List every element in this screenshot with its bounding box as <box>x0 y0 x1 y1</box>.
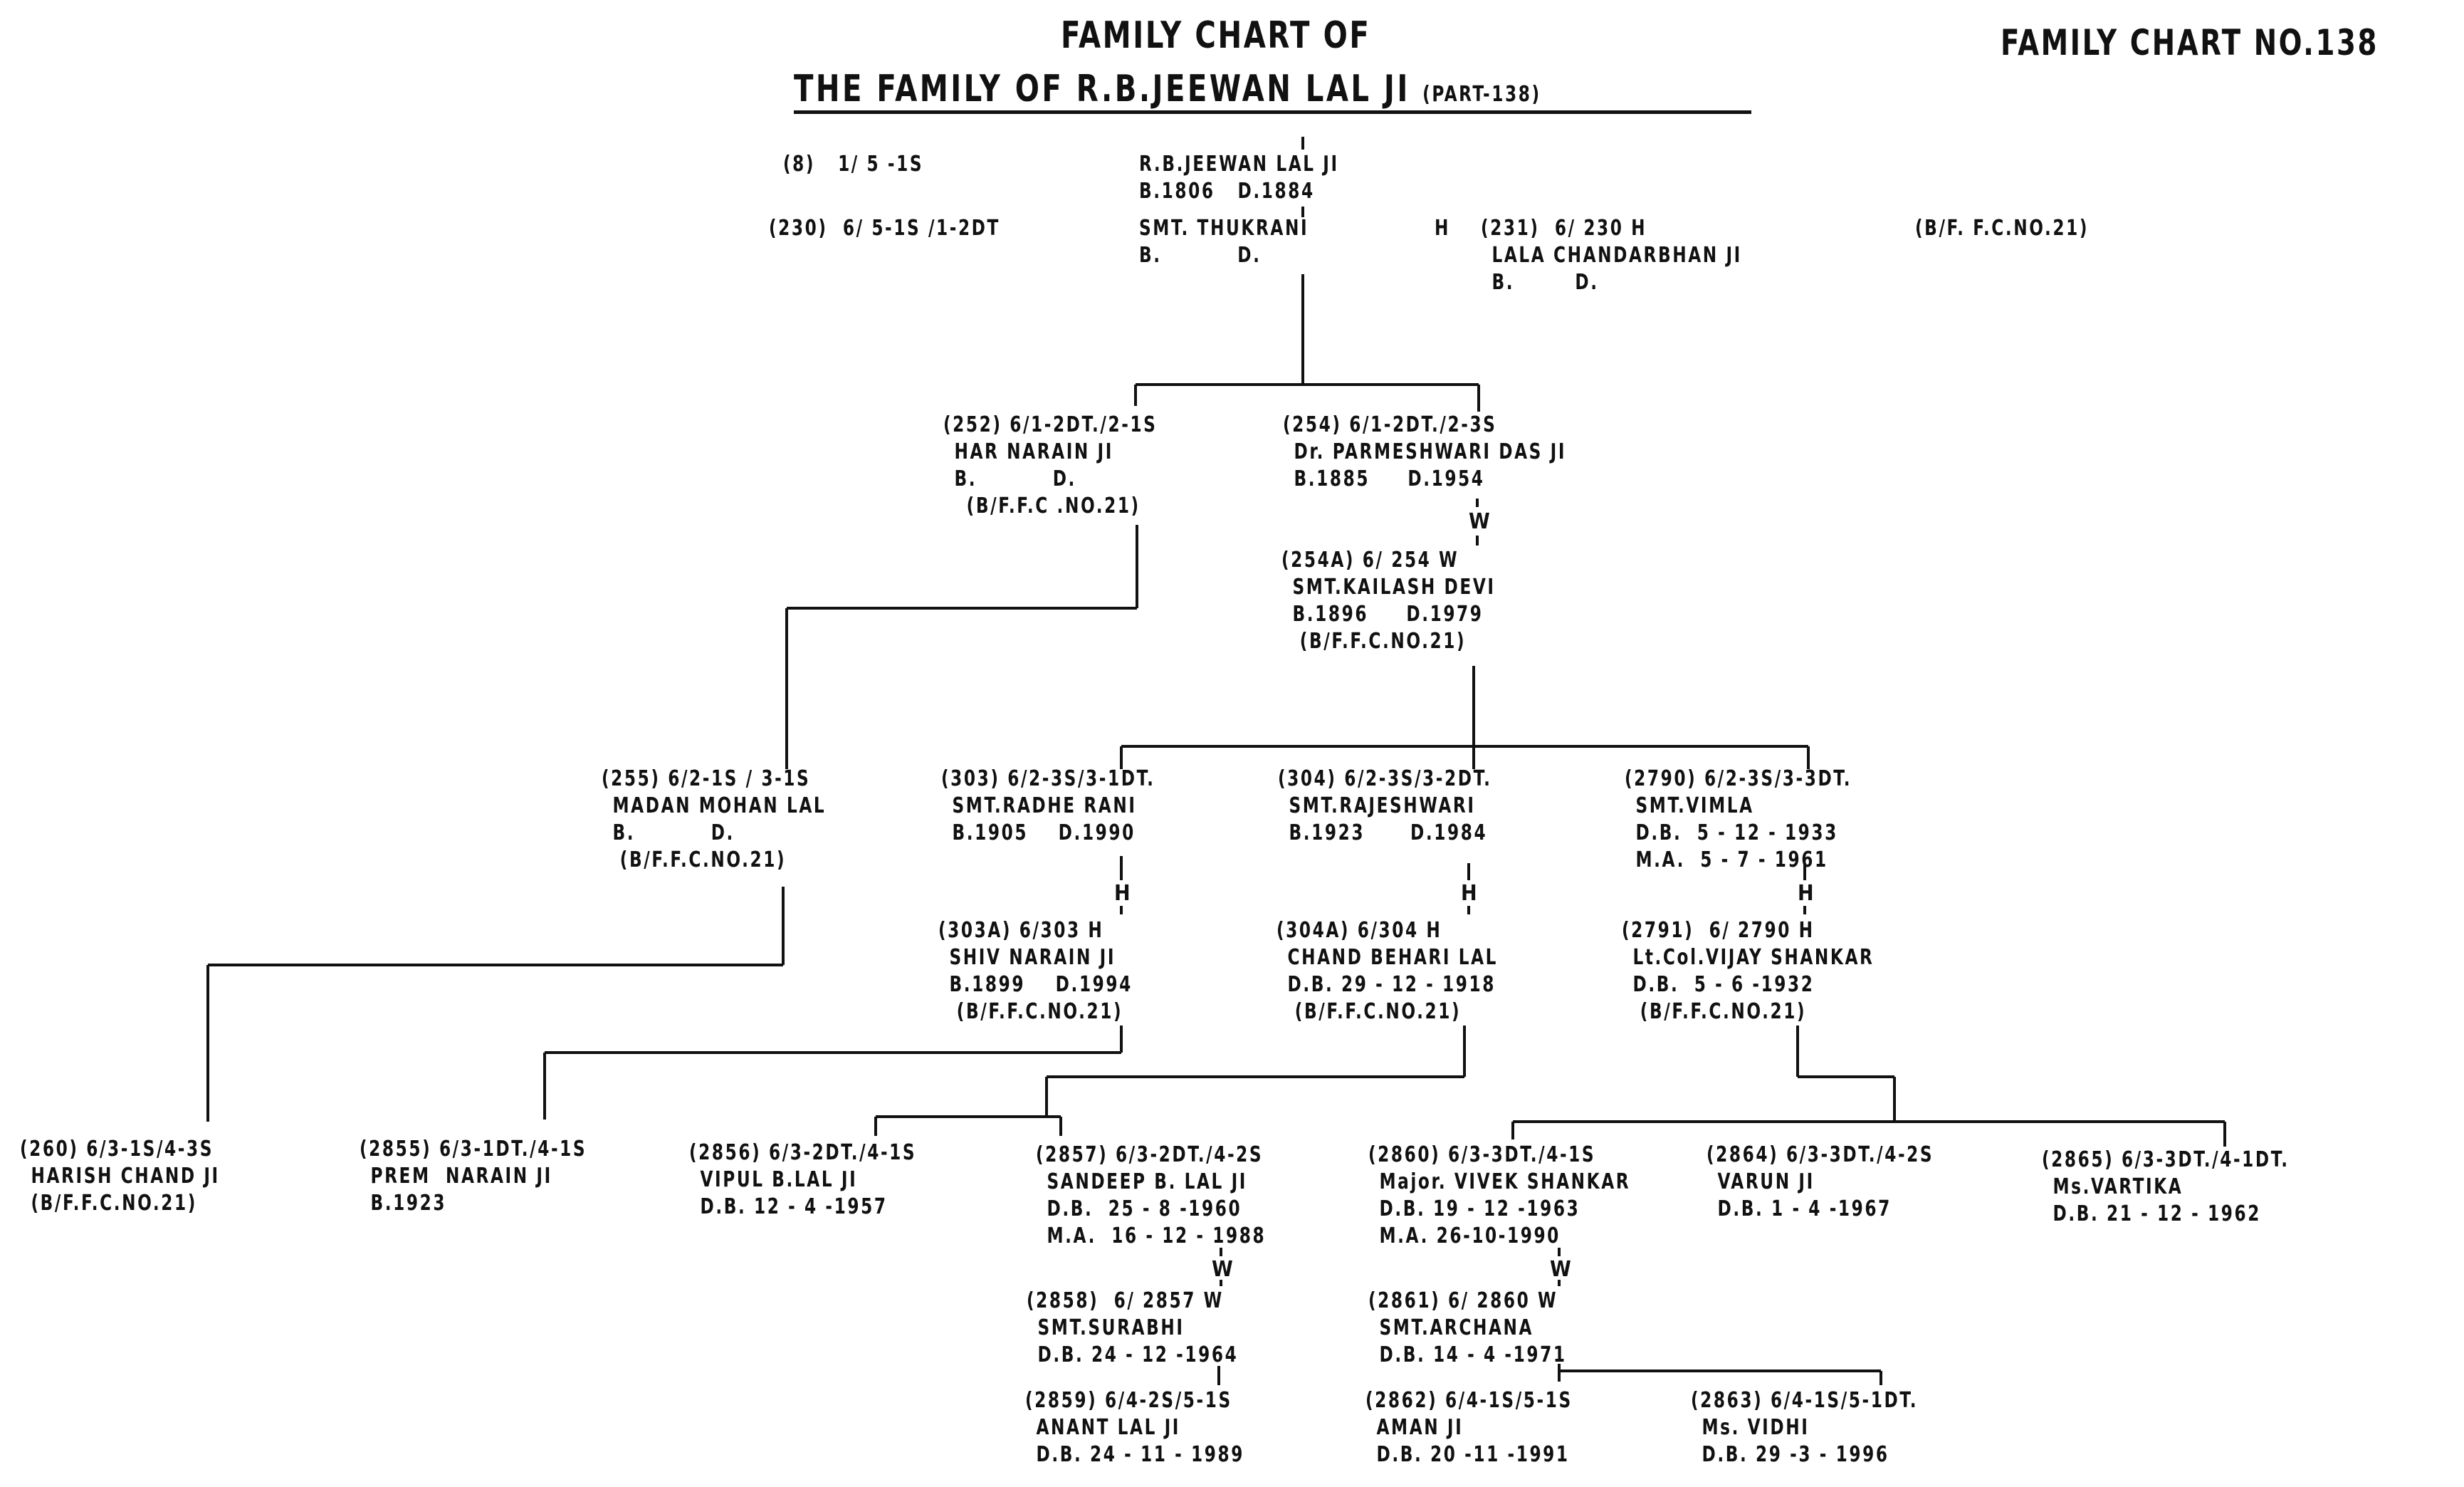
root-code: (8) 1/ 5 -1S <box>783 152 924 177</box>
person-dates: B. D. <box>1491 270 1599 295</box>
person-thukrani: SMT. THUKRANI B. D. <box>1139 215 1336 269</box>
person-255: (255) 6/2-1S / 3-1S MADAN MOHAN LAL B. D… <box>602 766 827 872</box>
person-303: (303) 6/2-3S/3-1DT. SMT.RADHE RANI B.190… <box>941 766 1155 845</box>
person-2859: (2859) 6/4-2S/5-1S ANANT LAL JI D.B. 24 … <box>1025 1388 1244 1467</box>
person-name: LALA CHANDARBHAN JI <box>1491 243 1742 268</box>
person-254a: (254A) 6/ 254 W SMT.KAILASH DEVI B.1896 … <box>1281 548 1496 654</box>
person-dates: B. D. <box>1139 243 1262 268</box>
person-260: (260) 6/3-1S/4-3S HARISH CHAND JI (B/F.F… <box>20 1137 220 1216</box>
part-label: (PART-138) <box>1422 82 1541 107</box>
chart-title: FAMILY CHART OF <box>1061 14 1371 57</box>
husband-marker: H <box>1435 216 1451 241</box>
wife-marker: W <box>1550 1257 1571 1282</box>
person-code: (231) 6/ 230 H <box>1481 216 1647 241</box>
person-2856: (2856) 6/3-2DT./4-1S VIPUL B.LAL JI D.B.… <box>689 1140 917 1219</box>
person-2857: (2857) 6/3-2DT./4-2S SANDEEP B. LAL JI D… <box>1036 1142 1267 1248</box>
person-2865: (2865) 6/3-3DT./4-1DT. Ms.VARTIKA D.B. 2… <box>2042 1147 2290 1226</box>
person-2863: (2863) 6/4-1S/5-1DT. Ms. VIDHI D.B. 29 -… <box>1691 1388 1919 1467</box>
wife-marker: W <box>1469 509 1490 534</box>
subtitle-text: THE FAMILY OF R.B.JEEWAN LAL JI <box>794 68 1410 110</box>
person-dates: B.1806 D.1884 <box>1139 179 1315 204</box>
husband-marker: H <box>1798 881 1814 906</box>
person-252: (252) 6/1-2DT./2-1S HAR NARAIN JI B. D. … <box>943 412 1158 518</box>
person-2864: (2864) 6/3-3DT./4-2S VARUN JI D.B. 1 - 4… <box>1707 1142 1934 1221</box>
person-303a: (303A) 6/303 H SHIV NARAIN JI B.1899 D.1… <box>938 918 1133 1024</box>
person-root: R.B.JEEWAN LAL JI B.1806 D.1884 <box>1139 151 1371 205</box>
person-2860: (2860) 6/3-3DT./4-1S Major. VIVEK SHANKA… <box>1368 1142 1631 1248</box>
chart-subtitle: THE FAMILY OF R.B.JEEWAN LAL JI (PART-13… <box>794 68 1541 116</box>
person-2791: (2791) 6/ 2790 H Lt.Col.VIJAY SHANKAR D.… <box>1622 918 1875 1024</box>
spouse-code: (230) 6/ 5-1S /1-2DT <box>769 216 1000 241</box>
chart-number: FAMILY CHART NO.138 <box>2001 22 2379 63</box>
person-name: R.B.JEEWAN LAL JI <box>1139 152 1339 177</box>
person-2855: (2855) 6/3-1DT./4-1S PREM NARAIN JI B.19… <box>360 1137 587 1216</box>
person-304: (304) 6/2-3S/3-2DT. SMT.RAJESHWARI B.192… <box>1278 766 1492 845</box>
person-name: SMT. THUKRANI <box>1139 216 1309 241</box>
wife-marker: W <box>1212 1257 1233 1282</box>
husband-marker: H <box>1114 881 1131 906</box>
person-254: (254) 6/1-2DT./2-3S Dr. PARMESHWARI DAS … <box>1283 412 1567 491</box>
person-2861: (2861) 6/ 2860 W SMT.ARCHANA D.B. 14 - 4… <box>1368 1288 1567 1367</box>
person-2858: (2858) 6/ 2857 W SMT.SURABHI D.B. 24 - 1… <box>1027 1288 1239 1367</box>
person-2790: (2790) 6/2-3S/3-3DT. SMT.VIMLA D.B. 5 - … <box>1625 766 1852 872</box>
person-chandarbhan: (231) 6/ 230 H LALA CHANDARBHAN JI B. D. <box>1481 215 1785 296</box>
title-underline <box>794 110 1751 114</box>
person-2862: (2862) 6/4-1S/5-1S AMAN JI D.B. 20 -11 -… <box>1365 1388 1573 1467</box>
person-304a: (304A) 6/304 H CHAND BEHARI LAL D.B. 29 … <box>1276 918 1499 1024</box>
husband-marker: H <box>1461 881 1477 906</box>
reference-note: (B/F. F.C.NO.21) <box>1915 216 2090 241</box>
